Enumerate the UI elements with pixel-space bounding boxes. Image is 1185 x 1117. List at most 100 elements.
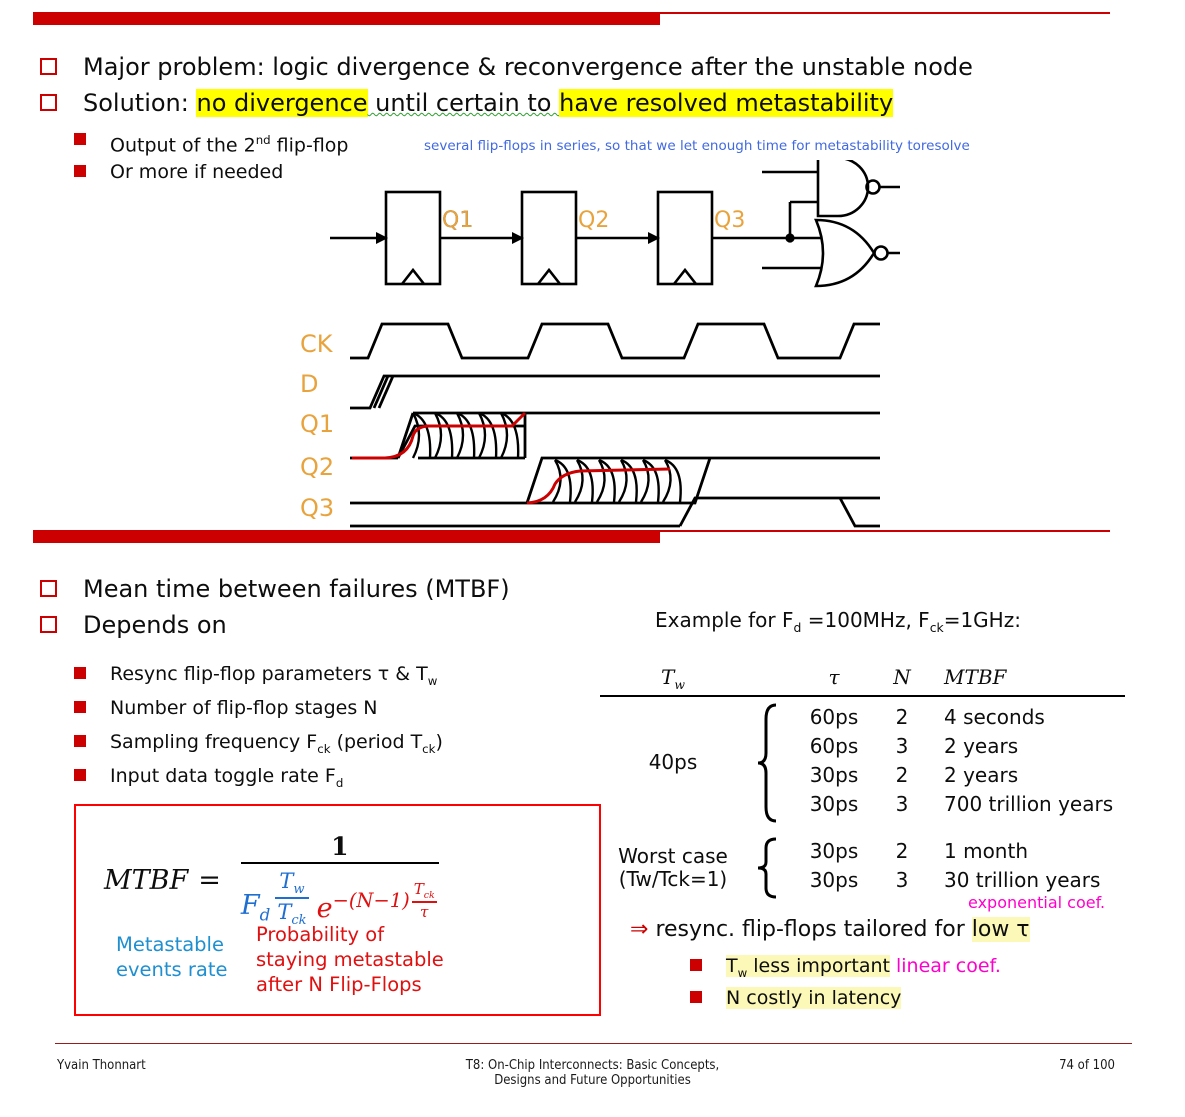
circuit-svg <box>330 156 908 288</box>
sub-bullet-stages-n: Number of flip-flop stages N <box>74 694 377 722</box>
table-row: 30ps 2 1 month <box>790 837 1100 866</box>
footer-page-number: 74 of 100 <box>1059 1058 1115 1073</box>
group-brace-icon <box>746 703 790 823</box>
sub-bullet-tw-text: Tw less important linear coef. <box>726 952 1001 987</box>
cell-n: 2 <box>895 838 909 863</box>
conclusion-text: resync. flip-flops tailored for <box>655 917 972 942</box>
caption-red-line2: staying metastable <box>256 948 444 971</box>
fd-symbol: F <box>240 889 260 921</box>
table-header-row: Tw τ N MTBF <box>600 665 1140 692</box>
circuit-label-q3: Q3 <box>714 208 746 233</box>
table-row: 60ps 3 2 years <box>790 732 1113 761</box>
table-header-rule <box>600 695 1125 697</box>
group-label-line2: (Tw/Tck=1) <box>618 866 728 891</box>
filled-square-bullet-icon <box>74 667 86 679</box>
solution-highlight-2: have resolved metastability <box>559 89 894 117</box>
sampling-period-label: (period T <box>330 731 423 753</box>
footer-rule <box>55 1043 1132 1045</box>
sub-bullet-stages-n-text: Number of flip-flop stages N <box>110 697 378 719</box>
sub-bullet-or-more-text: Or more if needed <box>110 161 284 183</box>
group-label-line1: 40ps <box>648 750 698 775</box>
exp-tck: Tck <box>413 880 435 902</box>
e-symbol: e <box>316 893 333 925</box>
circuit-label-q1: Q1 <box>442 208 474 233</box>
sub-bullet-or-more: Or more if needed <box>74 158 283 186</box>
cell-tau: 30ps <box>809 762 859 787</box>
toggle-rate-sub: d <box>335 775 344 790</box>
fraction-bar <box>240 862 439 865</box>
example-title-a: Example for F <box>655 608 794 632</box>
bullet-solution-text: Solution: no divergence until certain to… <box>83 86 894 120</box>
timing-label-q3: Q3 <box>300 494 335 522</box>
solution-highlight-1: no divergence <box>196 89 368 117</box>
bullet-major-problem-text: Major problem: logic divergence & reconv… <box>83 53 973 81</box>
tw-label: T <box>726 955 738 977</box>
sub-bullet-resync-params: Resync flip-flop parameters τ & Tw <box>74 660 437 695</box>
caption-blue-line1: Metastable <box>116 933 224 956</box>
cell-tau: 30ps <box>809 838 859 863</box>
caption-probability-metastable: Probability of staying metastable after … <box>256 922 444 997</box>
sub-bullet-sampling-freq-text: Sampling frequency Fck (period Tck) <box>110 728 443 763</box>
tw-tck-bar <box>275 897 309 899</box>
q1-metastable-region <box>411 411 520 459</box>
tw-subscript: w <box>737 965 748 980</box>
filled-square-bullet-icon <box>74 735 86 747</box>
sub-bullet-output-text: Output of the 2nd flip-flop <box>110 126 349 159</box>
implies-arrow-icon: ⇒ <box>630 917 649 942</box>
cell-n: 3 <box>895 733 909 758</box>
divider-thick-segment <box>33 12 660 25</box>
mtbf-example-table: Tw τ N MTBF 40ps 60ps 2 4 seconds <box>600 665 1140 899</box>
header-tw: Tw <box>661 665 685 692</box>
footer-title-line2: Designs and Future Opportunities <box>494 1073 691 1088</box>
solution-spellcheck-text: until certain to <box>367 89 560 117</box>
example-title-b: =100MHz, F <box>801 608 930 632</box>
note-linear-coef: linear coef. <box>896 955 1001 977</box>
cell-n: 2 <box>895 704 909 729</box>
bullet-solution: Solution: no divergence until certain to… <box>40 86 894 120</box>
table-row: 60ps 2 4 seconds <box>790 703 1113 732</box>
group-label-line1: Worst case <box>618 843 728 868</box>
timing-label-ck: CK <box>300 330 333 358</box>
sub-bullet-output-text-a: Output of the 2 <box>110 134 256 157</box>
filled-square-bullet-icon <box>74 769 86 781</box>
solution-prefix: Solution: <box>83 89 197 117</box>
exp-bar <box>411 901 437 903</box>
exp-tau: τ <box>420 903 429 921</box>
sub-bullet-resync-params-text: Resync flip-flop parameters τ & Tw <box>110 660 437 695</box>
timing-label-q1: Q1 <box>300 410 335 438</box>
sub-bullet-sampling-freq: Sampling frequency Fck (period Tck) <box>74 728 443 763</box>
footer-title-line1: T8: On-Chip Interconnects: Basic Concept… <box>465 1058 720 1073</box>
sub-bullet-n-costly: N costly in latency <box>690 984 902 1012</box>
caption-red-line3: after N Flip-Flops <box>256 973 422 996</box>
cell-mtbf: 2 years <box>944 733 1019 758</box>
q2-metastable-region <box>551 458 682 503</box>
cell-tau: 60ps <box>809 733 859 758</box>
example-title-c: =1GHz: <box>943 608 1021 632</box>
denominator-tw-over-tck: Tw Tck <box>275 868 309 929</box>
open-square-bullet-icon <box>40 58 57 75</box>
cell-mtbf: 30 trillion years <box>944 867 1101 892</box>
sub-bullet-output-2nd-ff: Output of the 2nd flip-flop <box>74 126 349 159</box>
group-rows-worst-case: 30ps 2 1 month 30ps 3 30 trillion years <box>790 837 1101 899</box>
flipflop-chain-circuit-diagram: Q1 Q2 Q3 <box>330 156 908 304</box>
top-divider-bar <box>33 8 1110 25</box>
sampling-period-sub: ck <box>422 741 436 756</box>
cell-n: 3 <box>895 867 909 892</box>
sub-bullet-toggle-rate: Input data toggle rate Fd <box>74 762 343 797</box>
filled-square-bullet-icon <box>690 959 702 971</box>
table-row: 30ps 3 700 trillion years <box>790 790 1113 819</box>
circuit-label-q2: Q2 <box>578 208 610 233</box>
bullet-mtbf-text: Mean time between failures (MTBF) <box>83 575 510 603</box>
bullet-mtbf: Mean time between failures (MTBF) <box>40 572 510 606</box>
divider-thin-segment <box>660 12 1110 14</box>
tck-symbol: Tck <box>277 898 307 929</box>
cell-mtbf: 700 trillion years <box>944 791 1114 816</box>
table-row: 30ps 2 2 years <box>790 761 1113 790</box>
table-group-40ps: 40ps 60ps 2 4 seconds 60ps 3 2 years <box>600 703 1140 823</box>
